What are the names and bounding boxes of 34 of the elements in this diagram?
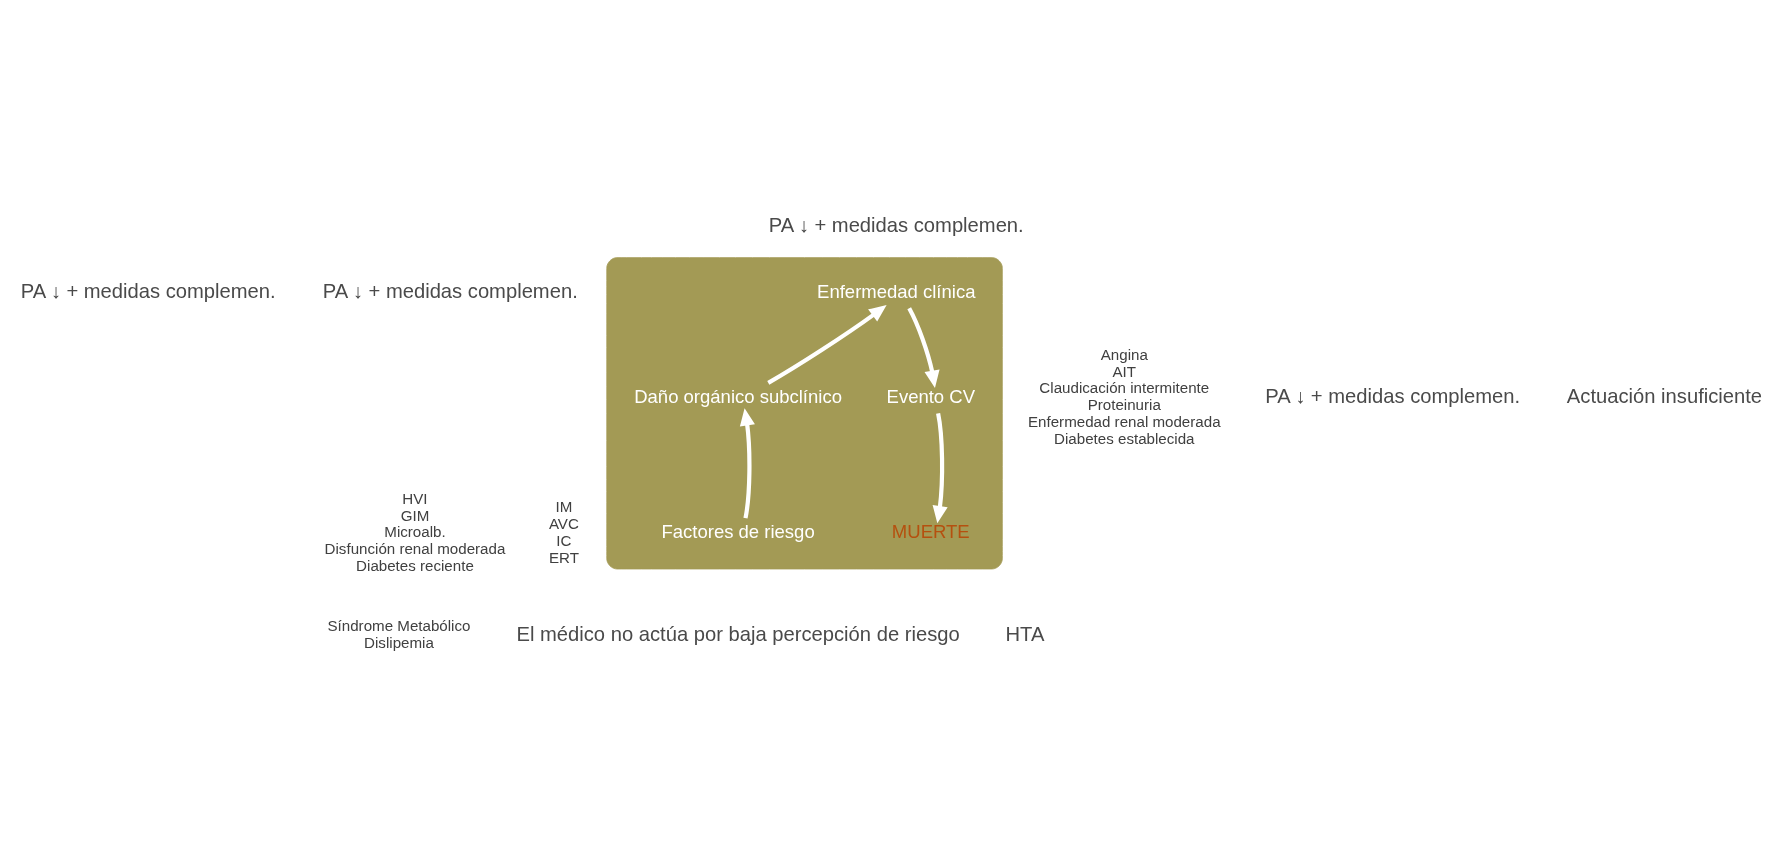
- arrow: [932, 412, 948, 524]
- label: HTA: [1005, 622, 1045, 645]
- node-label: GIM: [400, 506, 430, 524]
- node-label: Proteinuria: [1087, 396, 1161, 414]
- node-text: Enfermedad clínica: [817, 280, 976, 302]
- node-text: Daño orgánico subclínico: [634, 385, 842, 407]
- label: El médico no actúa por baja percepción de riesgo: [516, 622, 960, 645]
- node-label: Diabetes establecida: [1054, 429, 1195, 447]
- node-label: Claudicación intermitente: [1039, 379, 1210, 397]
- label: PA ↓ + medidas complemen.: [1265, 385, 1521, 408]
- node-text: MUERTE: [891, 521, 970, 543]
- node-label: Diabetes reciente: [356, 556, 474, 574]
- label: PA ↓ + medidas complemen.: [322, 280, 578, 303]
- node-label: IC: [556, 531, 572, 549]
- label: Actuación insuficiente: [1566, 385, 1763, 408]
- node-label: AIT: [1112, 362, 1137, 380]
- node-label: IM: [555, 498, 573, 516]
- node-label: AVC: [548, 514, 579, 532]
- arrow: [739, 408, 755, 519]
- node-label: Angina: [1100, 345, 1148, 363]
- node-label: HVI: [402, 489, 428, 507]
- node-text: Factores de riesgo: [661, 521, 815, 543]
- arrow: [767, 305, 887, 385]
- node-label: Síndrome Metabólico: [327, 616, 471, 634]
- node-text: Evento CV: [886, 385, 975, 407]
- node-label: Dislipemia: [364, 633, 434, 651]
- cluster: [606, 257, 1003, 570]
- node-label: ERT: [548, 548, 579, 566]
- label: PA ↓ + medidas complemen.: [768, 213, 1024, 236]
- arrow: [907, 307, 940, 388]
- node-label: Disfunción renal moderada: [324, 540, 506, 558]
- node-label: Enfermedad renal moderada: [1028, 413, 1221, 431]
- label: PA ↓ + medidas complemen.: [20, 280, 276, 303]
- node-label: Microalb.: [384, 523, 446, 541]
